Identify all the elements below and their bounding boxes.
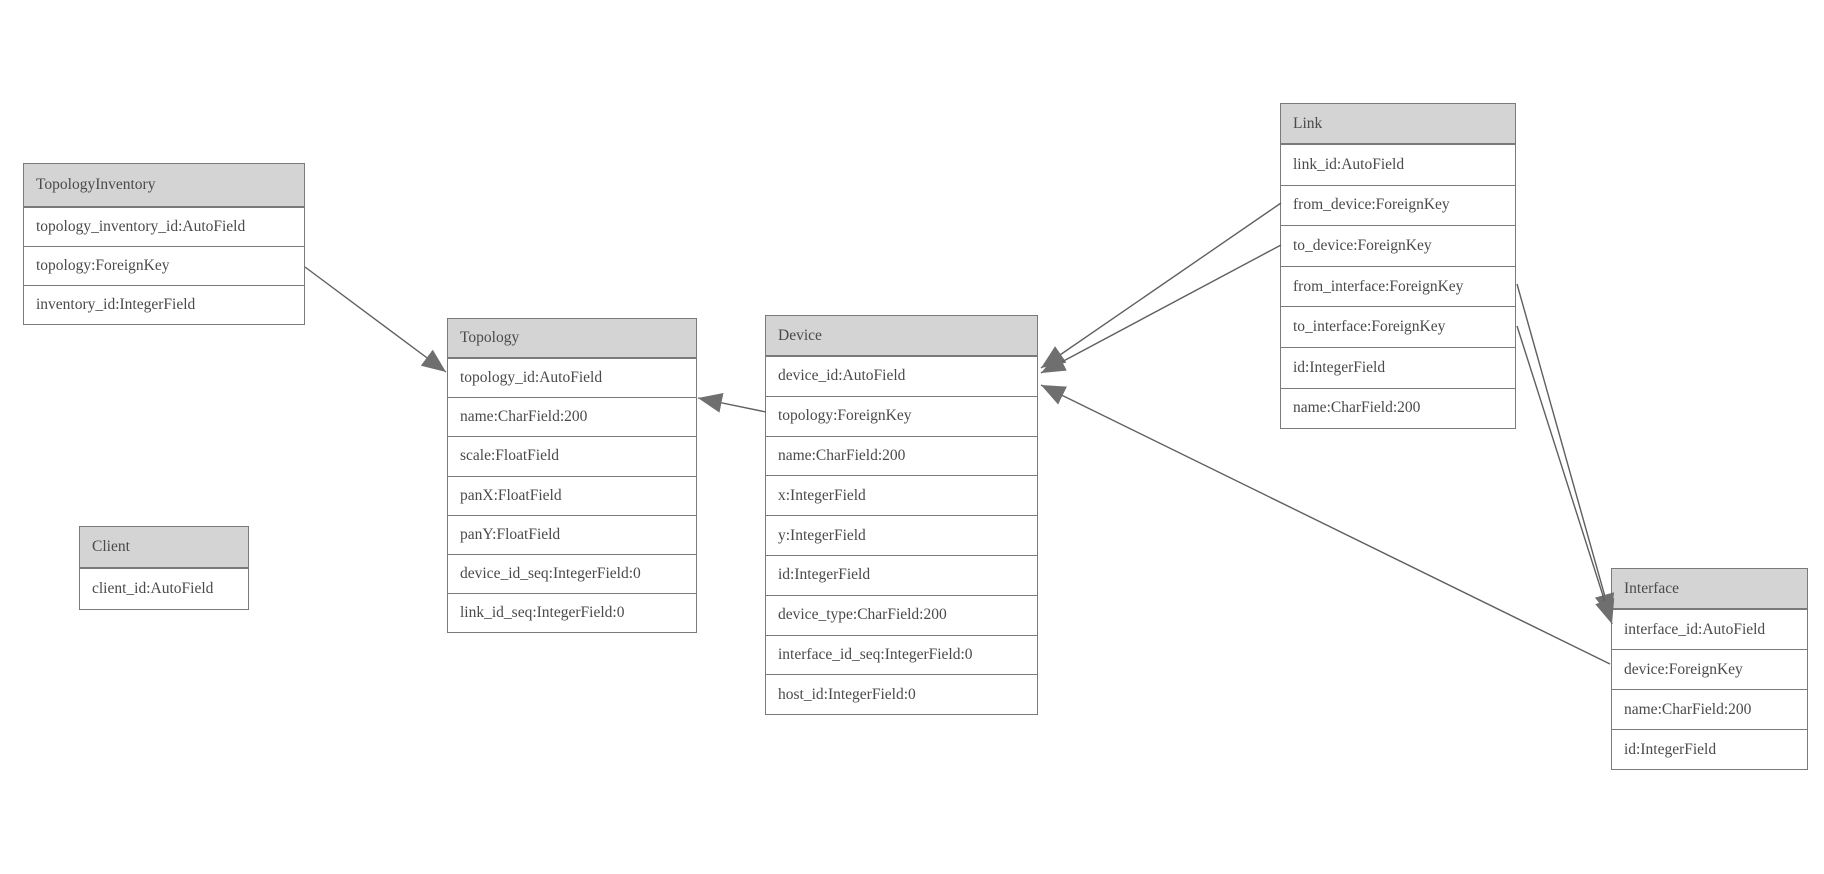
field-row: host_id:IntegerField:0 xyxy=(766,674,1037,714)
edge-device-topology xyxy=(697,393,767,413)
entity-device: Device device_id:AutoField topology:Fore… xyxy=(765,315,1038,716)
field-row: inventory_id:IntegerField xyxy=(24,285,304,324)
field-row: topology_id:AutoField xyxy=(448,358,696,397)
entity-client: Client client_id:AutoField xyxy=(79,526,249,610)
edge-link-todevice-device xyxy=(1040,244,1282,374)
edge-link-fromdevice-device xyxy=(1040,202,1282,369)
field-row: name:CharField:200 xyxy=(1612,689,1807,729)
entity-header: Device xyxy=(766,316,1037,356)
entity-header: Client xyxy=(80,527,248,568)
entity-link: Link link_id:AutoField from_device:Forei… xyxy=(1280,103,1516,430)
entity-interface: Interface interface_id:AutoField device:… xyxy=(1611,568,1808,770)
field-row: link_id:AutoField xyxy=(1281,144,1515,185)
field-row: from_interface:ForeignKey xyxy=(1281,265,1515,307)
field-row: name:CharField:200 xyxy=(1281,387,1515,429)
field-row: device_id_seq:IntegerField:0 xyxy=(448,553,696,593)
field-row: name:CharField:200 xyxy=(766,435,1037,476)
field-row: to_interface:ForeignKey xyxy=(1281,306,1515,347)
edge-link-frominterface-interface xyxy=(1516,283,1615,619)
field-row: device:ForeignKey xyxy=(1612,649,1807,689)
edge-topologyinventory-topology xyxy=(304,266,447,373)
field-row: interface_id_seq:IntegerField:0 xyxy=(766,634,1037,675)
entity-topology: Topology topology_id:AutoField name:Char… xyxy=(447,318,697,634)
entity-topology-inventory: TopologyInventory topology_inventory_id:… xyxy=(23,163,305,325)
field-row: interface_id:AutoField xyxy=(1612,609,1807,649)
field-row: panY:FloatField xyxy=(448,514,696,554)
field-row: topology:ForeignKey xyxy=(766,395,1037,436)
entity-header: Link xyxy=(1281,104,1515,144)
field-row: name:CharField:200 xyxy=(448,397,696,436)
entity-header: TopologyInventory xyxy=(24,164,304,207)
field-row: link_id_seq:IntegerField:0 xyxy=(448,593,696,632)
field-row: client_id:AutoField xyxy=(80,568,248,609)
edge-link-tointerface-interface xyxy=(1516,325,1615,625)
field-row: x:IntegerField xyxy=(766,475,1037,515)
field-row: id:IntegerField xyxy=(1281,346,1515,388)
field-row: id:IntegerField xyxy=(766,554,1037,595)
entity-header: Topology xyxy=(448,319,696,358)
entity-header: Interface xyxy=(1612,569,1807,609)
field-row: topology_inventory_id:AutoField xyxy=(24,207,304,246)
field-row: to_device:ForeignKey xyxy=(1281,225,1515,266)
field-row: y:IntegerField xyxy=(766,515,1037,555)
field-row: scale:FloatField xyxy=(448,436,696,475)
field-row: device_type:CharField:200 xyxy=(766,594,1037,635)
field-row: id:IntegerField xyxy=(1612,729,1807,769)
field-row: device_id:AutoField xyxy=(766,356,1037,396)
field-row: topology:ForeignKey xyxy=(24,246,304,285)
field-row: from_device:ForeignKey xyxy=(1281,184,1515,226)
field-row: panX:FloatField xyxy=(448,475,696,515)
